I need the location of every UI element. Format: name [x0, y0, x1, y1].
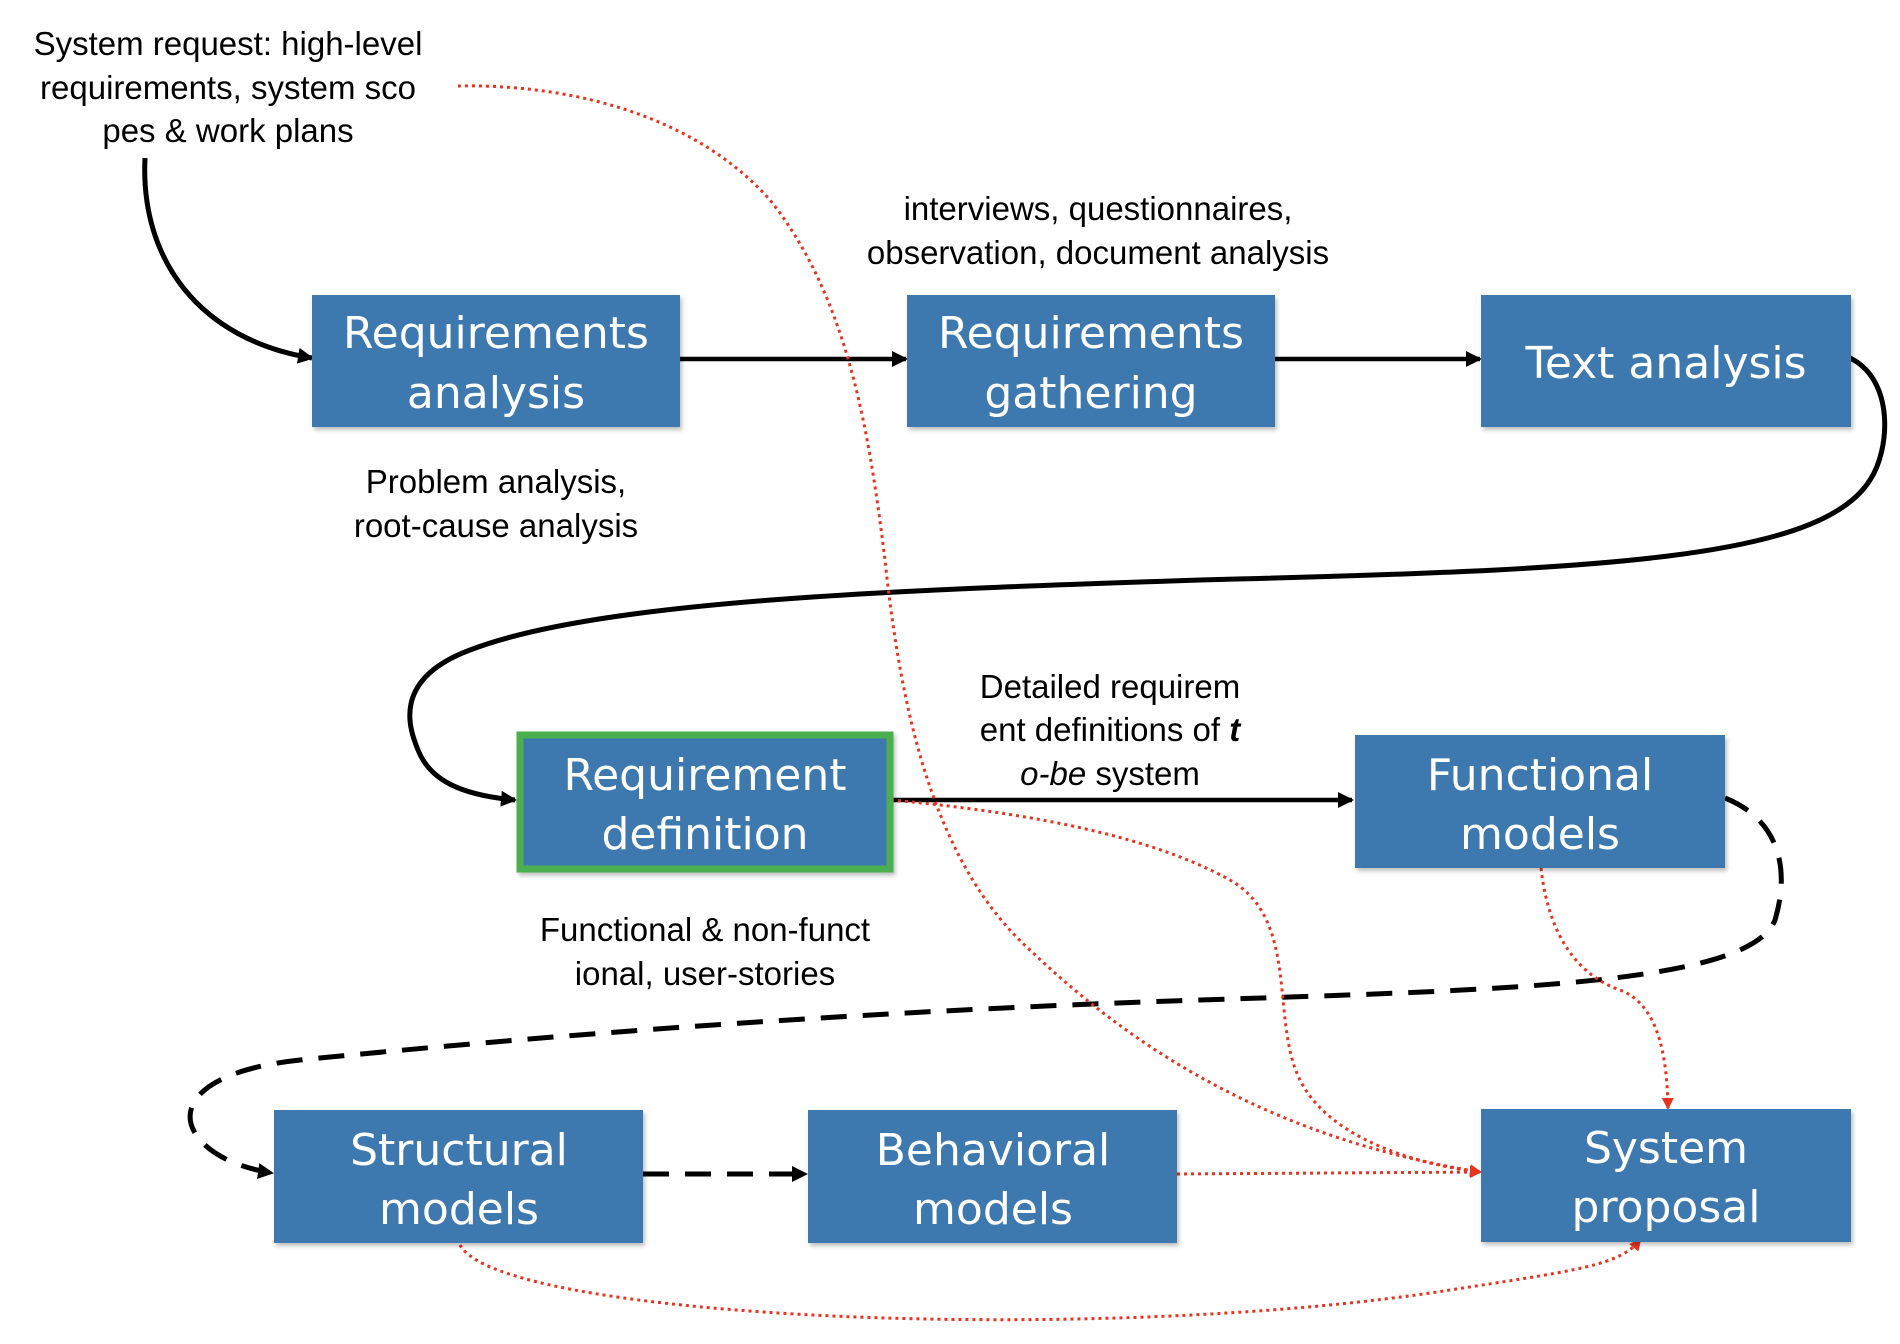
box-shape	[1481, 295, 1851, 427]
box-text-analysis: Text analysis	[1481, 295, 1851, 427]
box-requirements-gathering: Requirements gathering	[907, 295, 1275, 427]
box-shape	[274, 1110, 643, 1243]
label-detailed-definitions: Detailed requirem ent definitions of t o…	[980, 668, 1243, 792]
label-line1: interviews, questionnaires,	[904, 190, 1293, 227]
box-shape	[1355, 735, 1725, 868]
box-functional-models: Functional models	[1355, 735, 1725, 868]
arrow-definition-to-proposal	[890, 798, 1482, 1177]
label-line3: pes & work plans	[102, 112, 353, 149]
box-system-proposal: System proposal	[1481, 1109, 1851, 1242]
box-shape	[1481, 1109, 1851, 1242]
box-requirement-definition: Requirement definition	[516, 731, 894, 873]
label-normal: system	[1086, 755, 1200, 792]
label-line2: root-cause analysis	[354, 507, 638, 544]
label-italic: t	[1229, 711, 1242, 748]
label-normal: ent definitions of	[980, 711, 1230, 748]
label-line3: o-be system	[1020, 755, 1200, 792]
box-shape	[312, 295, 680, 427]
box-label-line2: models	[913, 1184, 1073, 1235]
arrow-behavioral-to-proposal	[1176, 1166, 1482, 1179]
label-rest: : high-level	[263, 25, 423, 62]
box-structural-models: Structural models	[274, 1110, 643, 1243]
box-label-line2: analysis	[407, 368, 585, 419]
label-system-request: System request: high-level requirements,…	[34, 25, 423, 149]
arrow-system-request-to-proposal	[457, 84, 1482, 1177]
arrow-structural-to-proposal	[458, 1238, 1642, 1322]
label-italic: o-be	[1020, 755, 1086, 792]
label-gathering-methods: interviews, questionnaires, observation,…	[867, 190, 1329, 271]
label-requirement-types: Functional & non-funct ional, user-stori…	[540, 911, 870, 992]
box-label-line2: models	[1460, 809, 1620, 860]
label-analysis-methods: Problem analysis, root-cause analysis	[354, 463, 638, 544]
arrow-system-request-to-analysis	[142, 157, 314, 364]
box-label-line1: Text analysis	[1524, 338, 1806, 389]
label-line1: Detailed requirem	[980, 668, 1240, 705]
box-shape	[516, 731, 894, 873]
arrow-functional-to-structural	[187, 795, 1784, 1179]
box-behavioral-models: Behavioral models	[808, 1110, 1177, 1243]
label-line2: ent definitions of t	[980, 711, 1243, 748]
label-line1: Problem analysis,	[366, 463, 626, 500]
box-label-line1: Requirements	[343, 308, 649, 359]
arrow-text-to-definition	[407, 355, 1888, 807]
box-shape	[907, 295, 1275, 427]
label-line1: System request: high-level	[34, 25, 423, 62]
box-requirements-analysis: Requirements analysis	[312, 295, 680, 427]
dashed-flow-arrows	[187, 795, 1784, 1182]
flow-arrows	[142, 157, 1888, 808]
box-shape	[808, 1110, 1177, 1243]
box-label-line1: Structural	[350, 1125, 568, 1176]
box-label-line1: Requirements	[938, 308, 1244, 359]
box-label-line1: Behavioral	[876, 1125, 1111, 1176]
label-line2: observation, document analysis	[867, 234, 1329, 271]
box-label-line2: definition	[601, 809, 808, 860]
arrow-functional-to-proposal	[1539, 867, 1674, 1110]
label-line2: ional, user-stories	[575, 955, 835, 992]
box-label-line1: Requirement	[564, 750, 847, 801]
box-label-line2: models	[379, 1184, 539, 1235]
label-line2: requirements, system sco	[40, 69, 416, 106]
box-label-line1: Functional	[1427, 750, 1653, 801]
label-bold: System request	[34, 25, 263, 62]
box-label-line2: gathering	[984, 368, 1197, 419]
box-label-line2: proposal	[1572, 1182, 1761, 1233]
dependency-arrows	[457, 84, 1674, 1322]
label-line1: Functional & non-funct	[540, 911, 870, 948]
box-label-line1: System	[1584, 1123, 1748, 1174]
